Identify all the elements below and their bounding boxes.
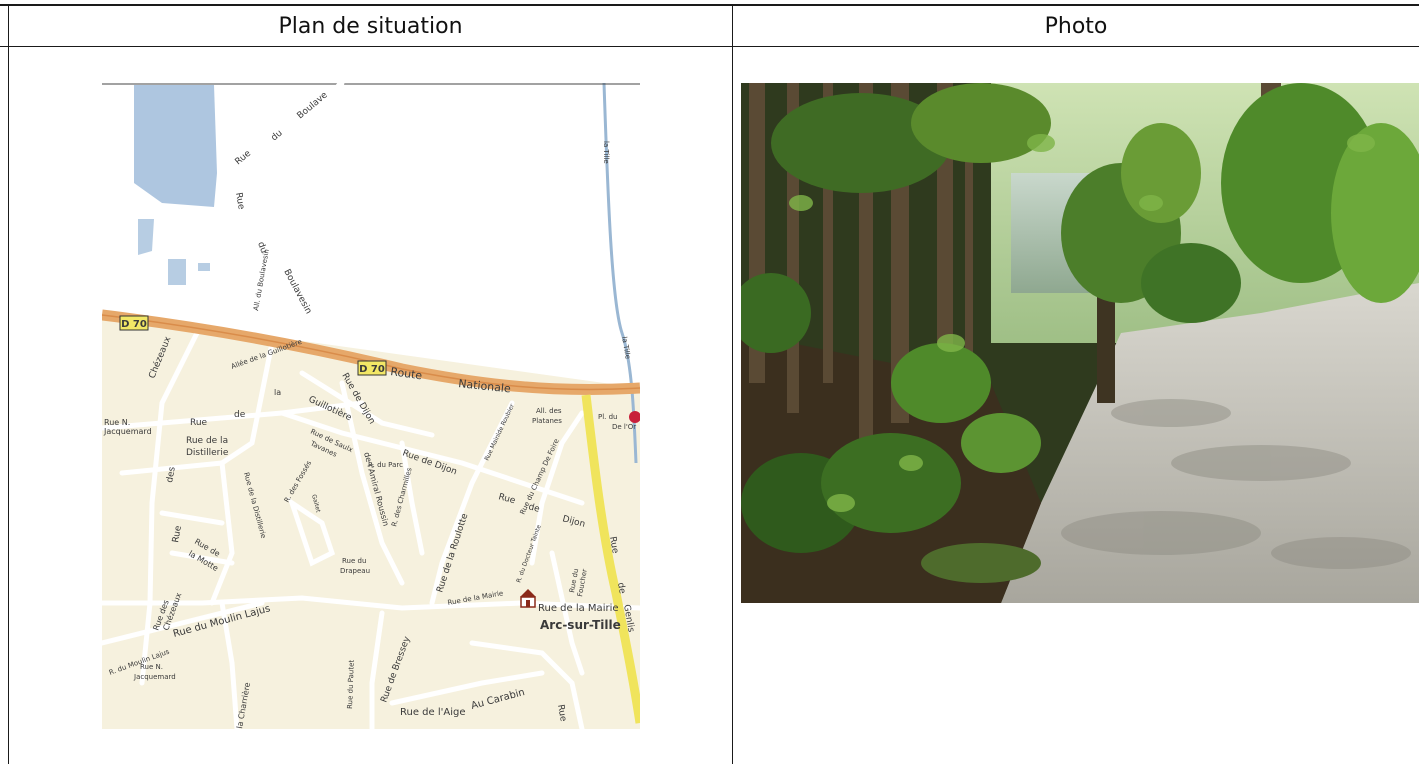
photo-svg [741,83,1419,603]
road-badge-d70-east: D 70 [357,360,387,376]
label-rue-de-dijon-east-rue: Rue [497,492,517,506]
road-d70-edge [102,314,640,391]
svg-text:D 70: D 70 [359,364,385,375]
location-map: D 70 D 70 Route Nationale Rue du Boulave… [102,83,640,729]
label-rue-de-l-aige: Rue de l'Aige [400,707,466,718]
label-rue-des-chezeaux-v2: Rue [171,524,184,543]
table-top-border [0,4,1419,6]
photo-gravel-path [1001,283,1419,603]
label-rue-n-jacquemard-1a: Rue N. [104,418,130,427]
label-gaitet: Gaitet [310,494,322,514]
river-tille [602,83,638,464]
label-rue-n-jacquemard-2a: Rue N. [140,663,163,671]
label-rue-se: Rue [555,704,568,723]
water-pond-tiny [198,263,210,271]
water-pond-large [134,85,217,207]
label-rue-de-la-distillerie-2: Distillerie [186,448,229,458]
label-rue-boulavesin-left-du: du [255,241,268,255]
label-rue-de-genlis-rue: Rue [607,536,620,555]
town-hall-icon [520,589,536,608]
label-rue-du-pautet: Rue du Pautet [346,660,356,710]
label-la: la [274,388,281,397]
photo-foliage [741,83,1419,553]
label-rue-de-genlis-name: Genlis [621,604,636,634]
label-rue-des-chezeaux-v1: des [165,466,178,484]
label-la-tille-north: la Tille [602,141,610,164]
label-all-des-platanes-2: Platanes [532,417,562,425]
header-plan-de-situation: Plan de situation [278,14,463,39]
photo-moss [921,543,1041,583]
label-rue-n-jacquemard-1b: Jacquemard [103,427,152,436]
water-pond-square [168,259,186,285]
label-rue-du-drapeau-1: Rue du [342,557,366,565]
label-rue-n-jacquemard-2b: Jacquemard [133,673,176,681]
label-rue-de-chezeaux-de: de [234,410,246,420]
road-badge-d70-west: D 70 [119,315,149,331]
label-rue-boulavesin-left-rue: Rue [233,192,246,211]
location-marker-icon [629,411,640,423]
label-la-tille-south: la Tille [620,336,632,360]
water-pond-small [138,219,154,255]
table-header-divider [0,46,1419,47]
road-rue-de-genlis [581,394,640,724]
label-rue-de-chezeaux-rue: Rue [190,418,208,428]
label-route: Route [390,365,424,382]
label-rue-de-genlis-de: de [615,582,627,595]
label-rue-du-drapeau-2: Drapeau [340,567,370,575]
map-svg: D 70 D 70 Route Nationale Rue du Boulave… [102,83,640,729]
street-network [102,83,640,729]
label-all-des-platanes-1: All. des [536,407,562,415]
table-column-divider [732,4,733,764]
label-r-du-parc: R. du Parc [368,461,403,469]
label-nationale: Nationale [458,377,512,395]
label-pl-du-1: Pl. du [598,413,618,421]
site-photo [741,83,1419,603]
svg-text:D 70: D 70 [121,319,147,330]
label-rue-de-dijon-east-de: de [527,502,541,515]
label-arc-sur-tille: Arc-sur-Tille [540,618,621,632]
header-photo: Photo [1044,14,1108,39]
label-rue-de-la-mairie-big: Rue de la Mairie [538,603,619,614]
label-rue-de-la-distillerie-1: Rue de la [186,436,228,446]
table-left-border [8,4,9,764]
label-pl-du-2: De l'Or [612,423,636,431]
